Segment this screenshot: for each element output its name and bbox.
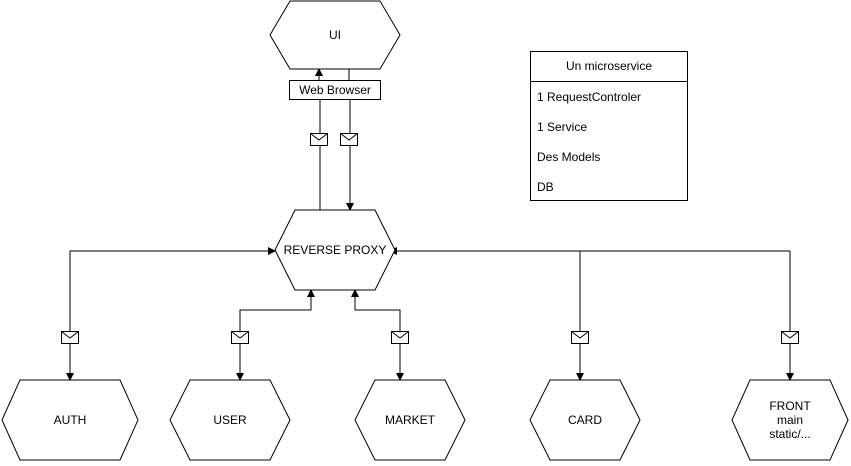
legend-item-models: Des Models [537, 150, 601, 164]
legend-item-db: DB [537, 180, 554, 194]
microservice-legend: Un microservice 1 RequestControler 1 Ser… [530, 51, 688, 201]
envelope-icon [231, 331, 249, 344]
front-label-line-1: FRONT [769, 399, 811, 413]
envelope-icon [340, 133, 358, 146]
reverse-proxy-label: REVERSE PROXY [284, 243, 387, 257]
envelope-icon [391, 331, 409, 344]
envelope-icon [781, 331, 799, 344]
auth-label: AUTH [54, 413, 87, 427]
legend-title: Un microservice [531, 52, 687, 82]
envelope-icon [571, 331, 589, 344]
user-label: USER [213, 413, 247, 427]
auth-node [1, 379, 139, 461]
ui-node [269, 0, 401, 70]
front-label-line-3: static/... [769, 427, 810, 441]
connector-card-proxy [389, 247, 581, 380]
front-node [731, 379, 849, 461]
card-node [529, 379, 641, 461]
user-node [169, 379, 291, 461]
card-label: CARD [568, 413, 602, 427]
envelope-icon [310, 133, 328, 146]
front-label-line-2: main [777, 413, 803, 427]
legend-item-request-controler: 1 RequestControler [537, 90, 642, 104]
connector-user-proxy [239, 289, 315, 380]
market-node [354, 379, 466, 461]
legend-item-service: 1 Service [537, 120, 588, 134]
reverse-proxy-node [274, 209, 396, 291]
envelope-icon [61, 331, 79, 344]
web-browser-box: Web Browser [289, 80, 381, 100]
web-browser-label: Web Browser [299, 83, 371, 97]
connector-market-proxy [351, 289, 401, 380]
ui-label: UI [329, 28, 341, 42]
connector-proxy-auth [66, 250, 275, 381]
market-label: MARKET [385, 413, 436, 427]
